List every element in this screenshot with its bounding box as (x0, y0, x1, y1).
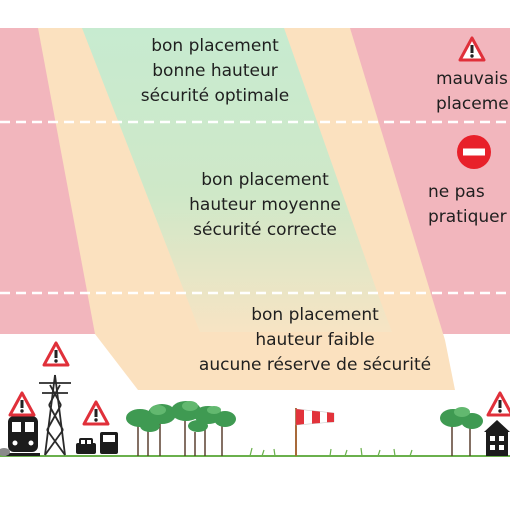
bad-placement-line2: placement (436, 94, 510, 114)
bad-placement-label: mauvais placement (400, 67, 510, 117)
do-not-practice-line1: ne pas (428, 182, 485, 202)
zone-medium-line1: bon placement (201, 170, 329, 190)
bad-placement-line1: mauvais (436, 69, 508, 89)
zone-high-line2: bonne hauteur (152, 61, 278, 81)
no-entry-icon (457, 135, 491, 169)
forest-icon (126, 401, 236, 456)
zone-label-low: bon placement hauteur faible aucune rése… (170, 303, 460, 378)
power-pylon-icon (39, 374, 71, 456)
green-band (82, 28, 392, 332)
car-icon (76, 438, 96, 454)
warning-icon (8, 391, 36, 417)
grass-icon (249, 447, 413, 457)
zone-label-medium: bon placement hauteur moyenne sécurité c… (145, 168, 385, 243)
zone-medium-line2: hauteur moyenne (189, 195, 341, 215)
rock-icon (0, 448, 10, 456)
zone-label-high: bon placement bonne hauteur sécurité opt… (100, 34, 330, 109)
warning-icon (486, 391, 510, 417)
warning-icon (42, 341, 70, 367)
zone-high-line3: sécurité optimale (140, 86, 290, 106)
do-not-practice-label: ne pas pratiquer (400, 180, 510, 230)
train-icon (6, 416, 40, 456)
warning-icon (82, 400, 110, 426)
windsock-icon (295, 408, 335, 456)
zone-medium-line3: sécurité correcte (193, 220, 337, 240)
do-not-practice-line2: pratiquer (428, 207, 507, 227)
tree-group-icon (440, 407, 483, 456)
house-icon (484, 420, 510, 456)
warning-icon (458, 36, 486, 62)
zone-low-line2: hauteur faible (255, 330, 375, 350)
zone-low-line3: aucune réserve de sécurité (198, 355, 432, 375)
zone-low-line1: bon placement (251, 305, 379, 325)
truck-icon (100, 432, 118, 454)
background-zones (0, 28, 510, 390)
zone-high-line1: bon placement (151, 36, 279, 56)
